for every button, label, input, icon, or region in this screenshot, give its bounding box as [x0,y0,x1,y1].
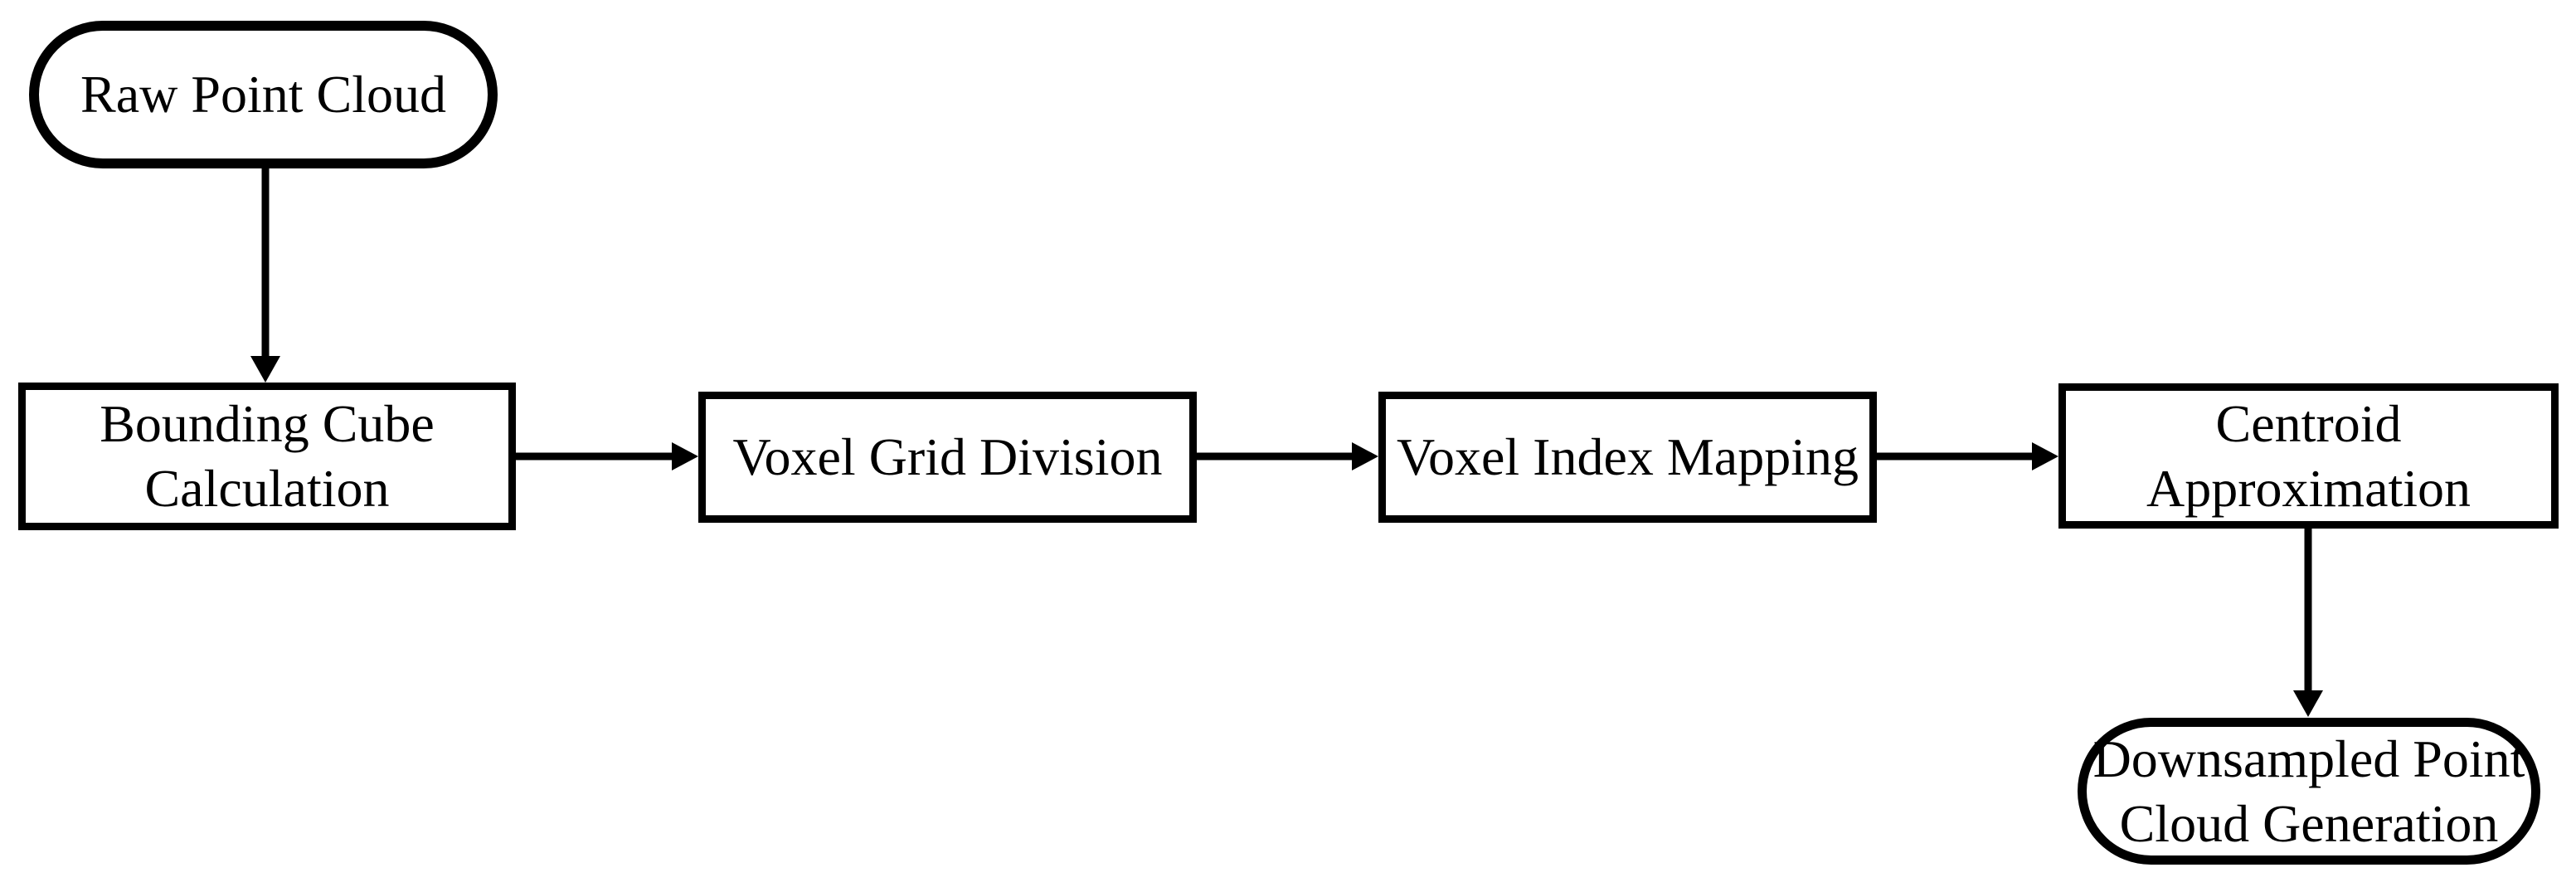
arrowhead-right-icon [672,442,698,470]
node-raw-point-cloud: Raw Point Cloud [29,21,498,168]
edge-raw-to-bounding [250,168,280,383]
node-voxel-grid-division: Voxel Grid Division [698,392,1197,523]
arrowhead-down-icon [250,356,280,383]
node-voxel-index-mapping: Voxel Index Mapping [1378,392,1877,523]
edge-voxelindex-to-centroid [1877,442,2058,470]
edge-bounding-to-voxelgrid [516,442,698,470]
arrowhead-right-icon [1352,442,1378,470]
node-centroid-approximation: Centroid Approximation [2058,383,2559,529]
node-bounding-cube-calculation-label: Bounding Cube Calculation [100,394,435,518]
edge-voxelgrid-to-voxelindex [1197,442,1378,470]
node-downsampled-point-cloud-generation: Downsampled Point Cloud Generation [2078,718,2540,865]
node-centroid-approximation-label: Centroid Approximation [2146,393,2472,518]
node-downsampled-point-cloud-generation-label: Downsampled Point Cloud Generation [2092,729,2525,853]
arrowhead-down-icon [2293,690,2323,717]
node-voxel-index-mapping-label: Voxel Index Mapping [1397,427,1859,486]
arrowhead-right-icon [2032,442,2058,470]
node-voxel-grid-division-label: Voxel Grid Division [732,427,1163,486]
edge-centroid-to-downsampled [2293,529,2323,717]
node-raw-point-cloud-label: Raw Point Cloud [80,65,446,124]
node-bounding-cube-calculation: Bounding Cube Calculation [18,383,516,530]
